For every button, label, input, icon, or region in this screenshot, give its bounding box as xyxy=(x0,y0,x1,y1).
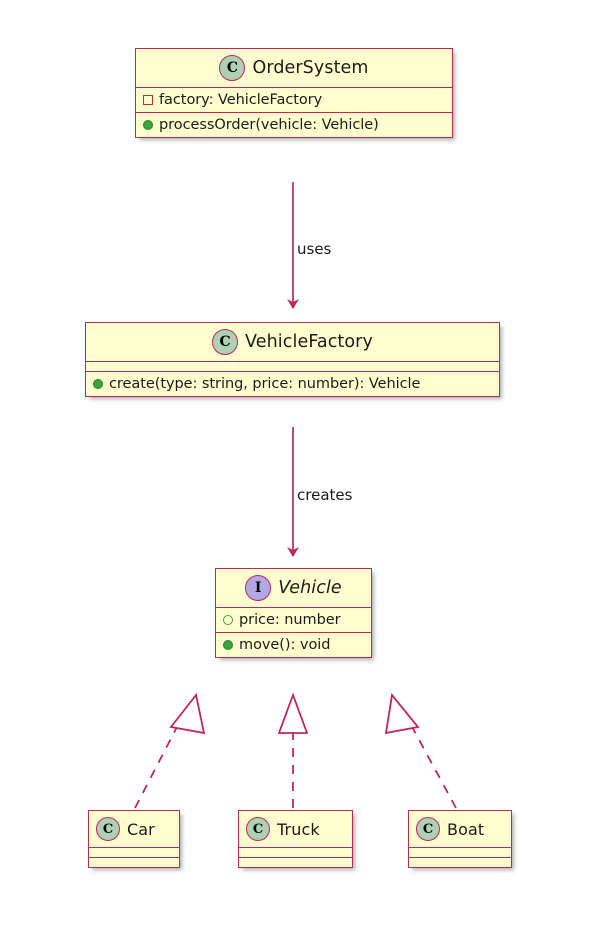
compartment-divider xyxy=(86,361,499,362)
class-header-truck: C Truck xyxy=(239,811,352,847)
attribute-row: price: number xyxy=(216,608,371,632)
compartment-divider xyxy=(216,607,371,608)
attribute-label: factory: VehicleFactory xyxy=(159,92,323,108)
method-label: move(): void xyxy=(239,637,331,653)
compartment-divider xyxy=(86,371,499,372)
compartment-divider xyxy=(239,847,352,848)
edge-car-realizes-vehicle xyxy=(134,692,206,809)
method-label: create(type: string, price: number): Veh… xyxy=(109,376,421,392)
class-stereotype-icon: C xyxy=(219,55,246,81)
class-box-boat[interactable]: C Boat xyxy=(408,810,512,868)
class-box-vehicle-factory[interactable]: C VehicleFactory create(type: string, pr… xyxy=(85,322,500,397)
empty-attributes-compartment xyxy=(409,848,511,857)
class-name-car: Car xyxy=(127,819,155,839)
protected-visibility-icon xyxy=(223,615,233,625)
class-stereotype-icon: C xyxy=(212,329,239,355)
compartment-divider xyxy=(239,857,352,858)
compartment-divider xyxy=(136,112,452,113)
public-visibility-icon xyxy=(223,640,233,650)
edge-label-creates: creates xyxy=(297,486,353,504)
class-header-vehicle-factory: C VehicleFactory xyxy=(86,323,499,361)
empty-attributes-compartment xyxy=(239,848,352,857)
compartment-divider xyxy=(89,847,179,848)
class-name-vehicle-factory: VehicleFactory xyxy=(245,332,373,352)
compartment-divider xyxy=(409,847,511,848)
class-header-car: C Car xyxy=(89,811,179,847)
private-visibility-icon xyxy=(143,95,153,105)
empty-attributes-compartment xyxy=(89,848,179,857)
empty-methods-compartment xyxy=(239,858,352,867)
class-name-order-system: OrderSystem xyxy=(252,58,369,78)
class-header-boat: C Boat xyxy=(409,811,511,847)
edge-truck-realizes-vehicle xyxy=(277,692,309,808)
class-name-truck: Truck xyxy=(277,819,320,839)
attribute-row: factory: VehicleFactory xyxy=(136,88,452,112)
compartment-divider xyxy=(216,632,371,633)
public-visibility-icon xyxy=(93,379,103,389)
method-row: processOrder(vehicle: Vehicle) xyxy=(136,113,452,137)
empty-attributes-compartment xyxy=(86,362,499,371)
method-row: move(): void xyxy=(216,633,371,657)
class-box-truck[interactable]: C Truck xyxy=(238,810,353,868)
edge-boat-realizes-vehicle xyxy=(384,692,457,809)
empty-methods-compartment xyxy=(409,858,511,867)
class-header-order-system: C OrderSystem xyxy=(136,49,452,87)
class-box-order-system[interactable]: C OrderSystem factory: VehicleFactory pr… xyxy=(135,48,453,138)
interface-name-vehicle: Vehicle xyxy=(278,578,342,598)
compartment-divider xyxy=(409,857,511,858)
public-visibility-icon xyxy=(143,120,153,130)
edge-label-uses: uses xyxy=(297,240,332,258)
method-row: create(type: string, price: number): Veh… xyxy=(86,372,499,396)
interface-box-vehicle[interactable]: I Vehicle price: number move(): void xyxy=(215,568,372,658)
class-stereotype-icon: C xyxy=(96,817,120,841)
compartment-divider xyxy=(136,87,452,88)
interface-stereotype-icon: I xyxy=(245,575,272,601)
attribute-label: price: number xyxy=(239,612,341,628)
empty-methods-compartment xyxy=(89,858,179,867)
class-name-boat: Boat xyxy=(447,819,485,839)
class-stereotype-icon: C xyxy=(246,817,270,841)
class-stereotype-icon: C xyxy=(416,817,440,841)
compartment-divider xyxy=(89,857,179,858)
class-box-car[interactable]: C Car xyxy=(88,810,180,868)
method-label: processOrder(vehicle: Vehicle) xyxy=(159,117,379,133)
interface-header-vehicle: I Vehicle xyxy=(216,569,371,607)
